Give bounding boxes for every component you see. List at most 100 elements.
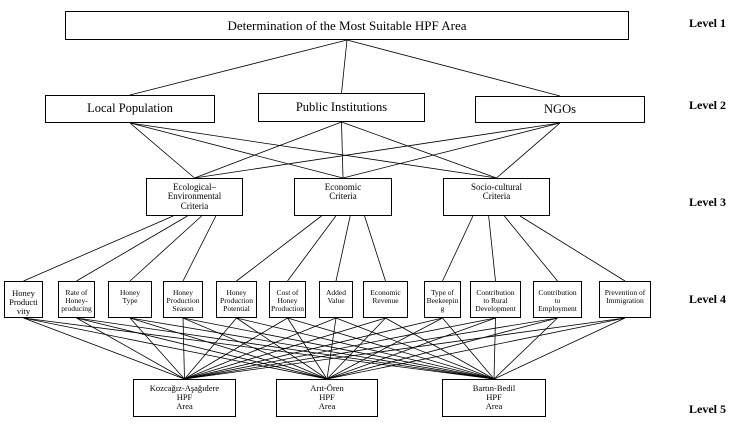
subcriterion-box-contribution-to-rural-development: Contribution to Rural Development bbox=[470, 281, 521, 318]
stakeholder-to-criteria-line bbox=[342, 122, 561, 179]
criteria-to-subcriterion-line bbox=[182, 215, 217, 282]
stakeholder-label: Local Population bbox=[87, 101, 173, 116]
subcriterion-box-prevention-of-immigration: Prevention of Immigration bbox=[599, 281, 651, 318]
subcriterion-label: Honey Type bbox=[120, 288, 140, 305]
subcriterion-label: Rate of Honey- producing bbox=[61, 288, 92, 313]
subcriterion-to-alternative-line bbox=[326, 317, 386, 380]
subcriterion-label: Honey Production Season bbox=[166, 288, 200, 313]
subcriterion-label: Cost of Honey Production bbox=[271, 288, 304, 313]
level-3-label: Level 3 bbox=[689, 195, 726, 209]
subcriterion-box-contribution-to-employment: Contribution to Employment bbox=[533, 281, 582, 318]
subcriterion-label: Honey Production Potential bbox=[220, 288, 253, 313]
criteria-box-economic: Economic Criteria bbox=[294, 178, 392, 216]
subcriterion-to-alternative-line bbox=[23, 317, 328, 380]
criteria-to-subcriterion-line bbox=[504, 215, 558, 282]
level-5-label: Level 5 bbox=[689, 402, 726, 416]
stakeholder-to-criteria-line bbox=[194, 122, 561, 179]
criteria-to-subcriterion-line bbox=[488, 215, 496, 282]
subcriterion-to-alternative-line bbox=[184, 317, 237, 380]
subcriterion-to-alternative-line bbox=[23, 317, 185, 380]
subcriterion-to-alternative-line bbox=[287, 317, 328, 380]
subcriterion-to-alternative-line bbox=[184, 317, 337, 380]
criteria-label: Socio-cultural Criteria bbox=[471, 182, 522, 202]
subcriterion-to-alternative-line bbox=[493, 317, 496, 380]
criteria-to-subcriterion-line bbox=[23, 215, 174, 282]
subcriterion-to-alternative-line bbox=[335, 317, 495, 380]
level-2-label: Level 2 bbox=[689, 98, 726, 112]
alternative-box-bartin-bedil: Bartın-Bedil HPF Area bbox=[442, 379, 546, 417]
subcriterion-box-honey-production-season: Honey Production Season bbox=[163, 281, 203, 318]
subcriterion-to-alternative-line bbox=[182, 317, 185, 380]
stakeholder-to-criteria-line bbox=[129, 122, 344, 179]
subcriterion-to-alternative-line bbox=[236, 317, 495, 380]
criteria-to-subcriterion-line bbox=[335, 215, 351, 282]
criteria-box-ecological: Ecological– Environmental Criteria bbox=[146, 178, 243, 216]
subcriterion-label: Type of Beekeepin g bbox=[426, 288, 459, 313]
stakeholder-box-local-population: Local Population bbox=[45, 95, 215, 123]
criteria-to-subcriterion-line bbox=[236, 215, 322, 282]
subcriterion-to-alternative-line bbox=[326, 317, 496, 380]
level-4-label: Level 4 bbox=[689, 292, 726, 306]
subcriterion-to-alternative-line bbox=[184, 317, 386, 380]
alternative-label: Bartın-Bedil HPF Area bbox=[472, 383, 516, 411]
subcriterion-box-economic-revenue: Economic Revenue bbox=[363, 281, 408, 318]
stakeholder-to-criteria-line bbox=[341, 121, 497, 179]
criteria-to-subcriterion-line bbox=[129, 215, 202, 282]
stakeholder-box-ngos: NGOs bbox=[475, 96, 645, 123]
stakeholder-label: NGOs bbox=[544, 101, 576, 116]
criteria-to-subcriterion-line bbox=[364, 215, 386, 282]
subcriterion-to-alternative-line bbox=[493, 317, 558, 380]
criteria-box-socio-cultural: Socio-cultural Criteria bbox=[443, 178, 550, 216]
goal-label: Determination of the Most Suitable HPF A… bbox=[227, 17, 467, 33]
subcriterion-box-added-value: Added Value bbox=[319, 281, 353, 318]
subcriterion-to-alternative-line bbox=[184, 317, 626, 380]
alternative-label: Arıt-Ören HPF Area bbox=[310, 383, 344, 411]
subcriterion-to-alternative-line bbox=[23, 317, 495, 380]
alternative-label: Kozcağız-Aşağıdere HPF Area bbox=[149, 383, 220, 411]
subcriterion-label: Prevention of Immigration bbox=[604, 288, 646, 305]
subcriterion-to-alternative-line bbox=[184, 317, 496, 380]
goal-box: Determination of the Most Suitable HPF A… bbox=[65, 11, 629, 40]
subcriterion-to-alternative-line bbox=[184, 317, 443, 380]
subcriterion-to-alternative-line bbox=[76, 317, 185, 380]
subcriterion-to-alternative-line bbox=[493, 317, 626, 380]
goal-to-stakeholder-line bbox=[346, 39, 561, 97]
stakeholder-label: Public Institutions bbox=[295, 99, 388, 114]
subcriterion-to-alternative-line bbox=[76, 317, 328, 380]
goal-to-stakeholder-line bbox=[341, 39, 348, 94]
subcriterion-label: Added Value bbox=[326, 288, 346, 305]
criteria-label: Economic Criteria bbox=[324, 182, 362, 202]
criteria-label: Ecological– Environmental Criteria bbox=[167, 182, 222, 211]
stakeholder-to-criteria-line bbox=[496, 122, 561, 179]
subcriterion-to-alternative-line bbox=[287, 317, 495, 380]
subcriterion-to-alternative-line bbox=[129, 317, 328, 380]
subcriterion-to-alternative-line bbox=[182, 317, 328, 380]
goal-to-stakeholder-line bbox=[129, 39, 348, 96]
subcriterion-to-alternative-line bbox=[184, 317, 558, 380]
alternative-box-arit-oren: Arıt-Ören HPF Area bbox=[276, 379, 378, 417]
stakeholder-to-criteria-line bbox=[129, 122, 497, 179]
subcriterion-label: Contribution to Employment bbox=[538, 288, 577, 313]
subcriterion-box-honey-type: Honey Type bbox=[108, 281, 152, 318]
subcriterion-box-cost-of-honey-production: Cost of Honey Production bbox=[269, 281, 306, 318]
subcriterion-label: Contribution to Rural Development bbox=[475, 288, 516, 313]
stakeholder-to-criteria-line bbox=[194, 121, 342, 179]
criteria-to-subcriterion-line bbox=[287, 215, 337, 282]
stakeholder-to-criteria-line bbox=[129, 122, 195, 179]
criteria-to-subcriterion-line bbox=[76, 215, 188, 282]
subcriterion-to-alternative-line bbox=[326, 317, 443, 380]
subcriterion-label: Economic Revenue bbox=[370, 288, 401, 305]
criteria-to-subcriterion-line bbox=[519, 215, 626, 282]
subcriterion-to-alternative-line bbox=[129, 317, 185, 380]
criteria-to-subcriterion-line bbox=[442, 215, 474, 282]
subcriterion-to-alternative-line bbox=[442, 317, 495, 380]
stakeholder-to-criteria-line bbox=[341, 121, 344, 179]
subcriterion-to-alternative-line bbox=[326, 317, 626, 380]
subcriterion-box-honey-productivity: Honey Producti vity bbox=[4, 281, 43, 318]
subcriterion-box-type-of-beekeeping: Type of Beekeepin g bbox=[424, 281, 461, 318]
subcriterion-to-alternative-line bbox=[326, 317, 558, 380]
subcriterion-to-alternative-line bbox=[236, 317, 328, 380]
subcriterion-to-alternative-line bbox=[184, 317, 288, 380]
